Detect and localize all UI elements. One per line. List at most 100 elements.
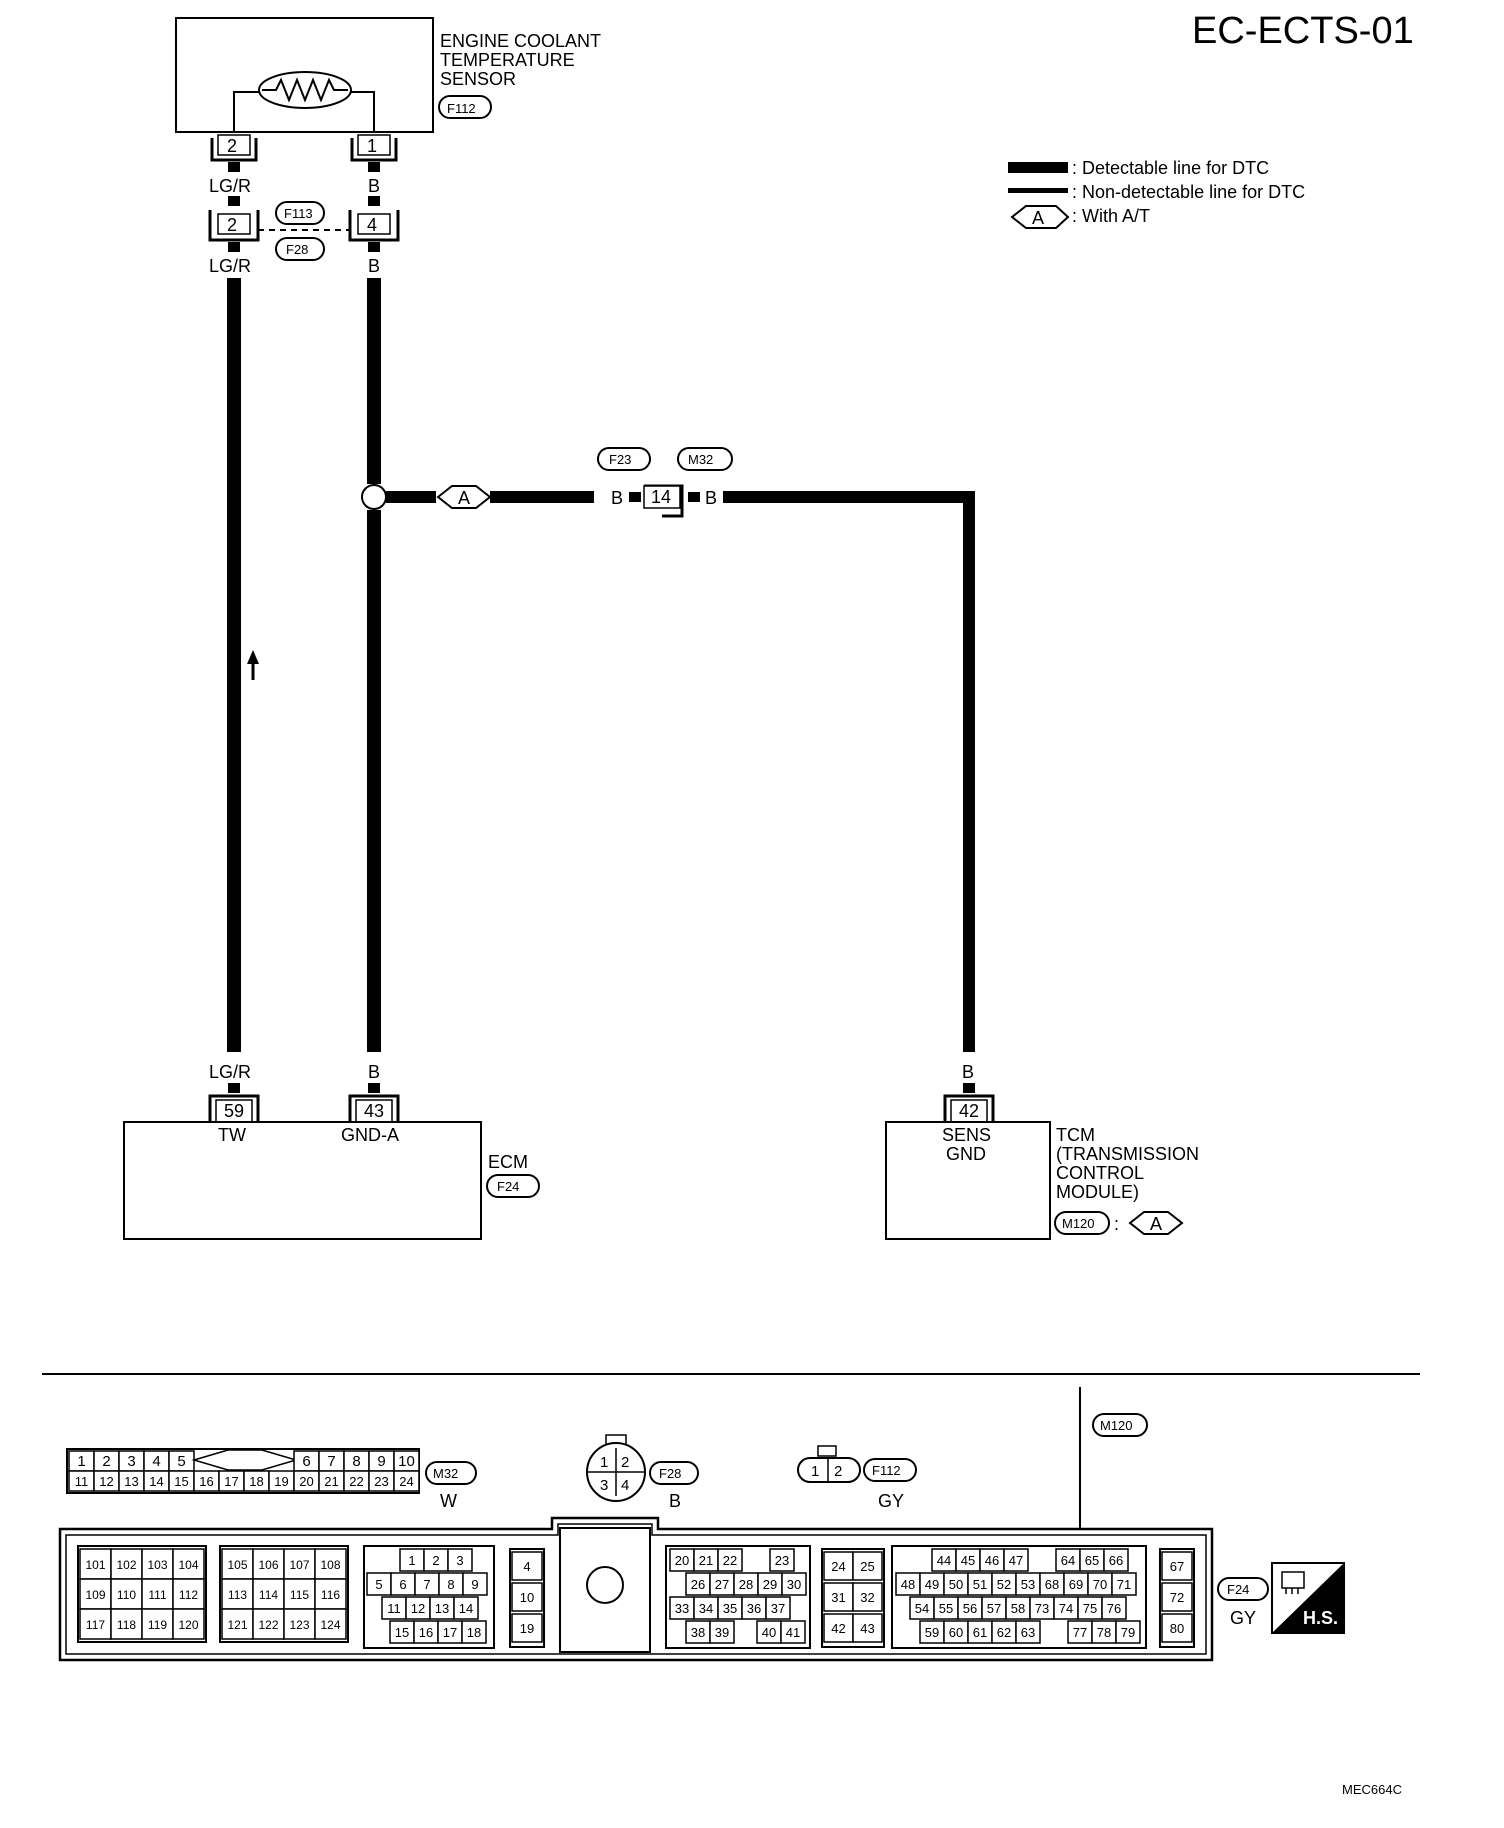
f112-pin-2: 2 (834, 1463, 842, 1480)
m32-pin-24-label: 24 (399, 1474, 413, 1489)
f24-pin-111: 111 (141, 1578, 174, 1610)
f24-pin-116: 116 (314, 1578, 347, 1610)
f24-connector-id: F24 (1227, 1582, 1249, 1597)
m32-pin-12-label: 12 (99, 1474, 113, 1489)
m32-connector-id: M32 (433, 1466, 458, 1481)
f24-pin-75-label: 75 (1083, 1601, 1097, 1616)
f24-pin-14-label: 14 (459, 1601, 473, 1616)
f24-pin-26-label: 26 (691, 1577, 705, 1592)
f24-pin-73-label: 73 (1035, 1601, 1049, 1616)
f24-pin-41: 41 (780, 1620, 806, 1644)
m32-pin-1-label: 1 (77, 1453, 85, 1470)
f112-pin-1: 1 (811, 1463, 819, 1480)
f24-pin-31: 31 (823, 1582, 854, 1612)
wire-color-lgr-2: LG/R (209, 256, 251, 276)
m32-pin-11-label: 11 (75, 1474, 89, 1489)
f24-pin-79-label: 79 (1121, 1625, 1135, 1640)
tcm-pin-42: 42 (959, 1101, 979, 1121)
f24-pin-115: 115 (283, 1578, 316, 1610)
f24-pin-6: 6 (390, 1572, 416, 1596)
f24-pin-58: 58 (1005, 1596, 1031, 1620)
tcm-name-line-4: MODULE) (1056, 1182, 1139, 1202)
wire-color-b-1: B (368, 176, 380, 196)
f24-pin-105-label: 105 (227, 1558, 247, 1572)
f24-pin-42-label: 42 (831, 1621, 845, 1636)
f24-pin-107: 107 (283, 1548, 316, 1580)
f24-pin-19-label: 19 (520, 1621, 534, 1636)
m32-pin-13: 13 (118, 1470, 145, 1492)
f24-pin-18-label: 18 (467, 1625, 481, 1640)
f24-pin-27: 27 (709, 1572, 735, 1596)
m32-pin-12: 12 (93, 1470, 120, 1492)
f24-pin-25: 25 (852, 1551, 883, 1581)
wire-b-lower (367, 510, 381, 1052)
f24-pin-43: 43 (852, 1613, 883, 1643)
f24-pin-23: 23 (769, 1548, 795, 1572)
f24-pin-45-label: 45 (961, 1553, 975, 1568)
m32-pin-11: 11 (68, 1470, 95, 1492)
m32-pin-10-label: 10 (398, 1453, 415, 1470)
f24-pin-21-label: 21 (699, 1553, 713, 1568)
f24-pin-8-label: 8 (447, 1577, 454, 1592)
f24-pin-67: 67 (1161, 1551, 1193, 1581)
f24-pin-57-label: 57 (987, 1601, 1001, 1616)
f24-pin-20: 20 (669, 1548, 695, 1572)
f24-pin-15-label: 15 (395, 1625, 409, 1640)
f24-pin-117-label: 117 (86, 1618, 105, 1632)
svg-text:2: 2 (227, 215, 237, 235)
f24-pin-54-label: 54 (915, 1601, 929, 1616)
f24-pin-106: 106 (252, 1548, 285, 1580)
f24-pin-108-label: 108 (320, 1558, 340, 1572)
m32-pin-23: 23 (368, 1470, 395, 1492)
f24-pin-122: 122 (252, 1608, 285, 1640)
coolant-sensor: ENGINE COOLANT TEMPERATURE SENSOR F112 (175, 17, 601, 133)
sensor-name-line-3: SENSOR (440, 69, 516, 89)
m32-pin-20-label: 20 (299, 1474, 313, 1489)
svg-text:14: 14 (651, 487, 671, 507)
m32-pin-8-label: 8 (352, 1453, 360, 1470)
m32-pin-19: 19 (268, 1470, 295, 1492)
f24-pin-58-label: 58 (1011, 1601, 1025, 1616)
f24-pin-47: 47 (1003, 1548, 1029, 1572)
f24-pin-50: 50 (943, 1572, 969, 1596)
f24-pin-37: 37 (765, 1596, 791, 1620)
f24-pin-66-label: 66 (1109, 1553, 1123, 1568)
f24-pin-76: 76 (1101, 1596, 1127, 1620)
f24-pin-13: 13 (429, 1596, 455, 1620)
sensor-name-line-2: TEMPERATURE (440, 50, 575, 70)
f24-pin-71-label: 71 (1117, 1577, 1131, 1592)
legend-detectable: : Detectable line for DTC (1072, 158, 1269, 178)
f24-pin-55: 55 (933, 1596, 959, 1620)
f24-pin-107-label: 107 (289, 1558, 309, 1572)
sensor-pin-1: 1 (350, 134, 398, 162)
ecm-pin-59-label: TW (218, 1125, 246, 1145)
f28-pin-4: 4 (621, 1477, 629, 1494)
f24-pin-69-label: 69 (1069, 1577, 1083, 1592)
f24-pin-123: 123 (283, 1608, 316, 1640)
f24-pin-56: 56 (957, 1596, 983, 1620)
f24-pin-20-label: 20 (675, 1553, 689, 1568)
f24-pin-111-label: 111 (148, 1588, 167, 1602)
f24-pin-25-label: 25 (860, 1559, 874, 1574)
f24-pin-61: 61 (967, 1620, 993, 1644)
f24-pin-15: 15 (389, 1620, 415, 1644)
legend-option-text: : With A/T (1072, 206, 1150, 226)
m32-pin-9-label: 9 (377, 1453, 385, 1470)
tcm-name-line-3: CONTROL (1056, 1163, 1144, 1183)
m32-pin-5-label: 5 (177, 1453, 185, 1470)
f28-connector-view: 1 2 3 4 F28 B (586, 1434, 699, 1511)
f28-pin-3: 3 (600, 1477, 608, 1494)
f24-pin-5: 5 (366, 1572, 392, 1596)
f24-pin-24: 24 (823, 1551, 854, 1581)
f24-pin-22-label: 22 (723, 1553, 737, 1568)
f24-pin-63-label: 63 (1021, 1625, 1035, 1640)
f24-pin-62-label: 62 (997, 1625, 1011, 1640)
branch-pin-14: 14 (643, 484, 684, 518)
f24-pin-65-label: 65 (1085, 1553, 1099, 1568)
f24-pin-109-label: 109 (85, 1588, 105, 1602)
m120-connector-id: M120 (1100, 1418, 1133, 1433)
f24-pin-51: 51 (967, 1572, 993, 1596)
ecm-pin-59: 59 (224, 1101, 244, 1121)
f24-pin-11: 11 (381, 1596, 407, 1620)
m32-connector-color: W (440, 1491, 457, 1511)
